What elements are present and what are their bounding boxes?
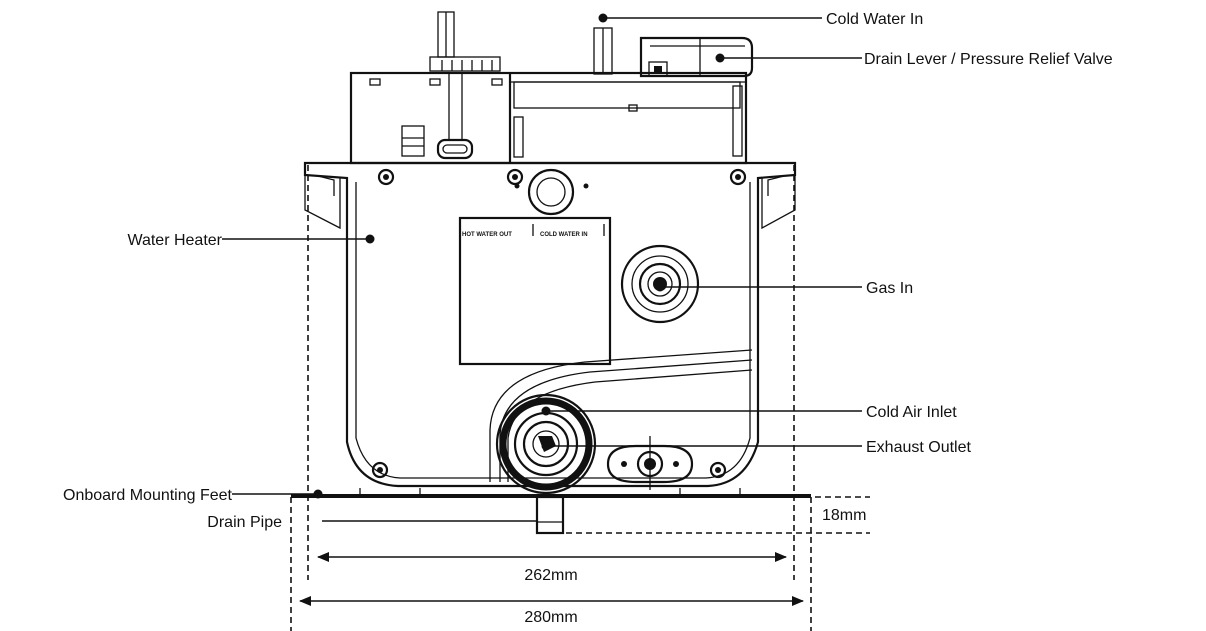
label-exhaust-outlet: Exhaust Outlet: [866, 439, 972, 456]
dimension-inner-width: 262mm: [524, 567, 577, 584]
panel-hot-water-out: HOT WATER OUT: [462, 232, 512, 238]
label-cold-water-in: Cold Water In: [826, 11, 923, 28]
water-heater-body: HOT WATER OUT COLD WATER IN: [303, 161, 797, 495]
label-drain-lever: Drain Lever / Pressure Relief Valve: [864, 51, 1113, 68]
label-gas-in: Gas In: [866, 280, 913, 297]
dimension-height: 18mm: [822, 507, 866, 524]
dimension-lines: [290, 165, 870, 631]
label-drain-pipe: Drain Pipe: [207, 514, 282, 531]
label-cold-air-inlet: Cold Air Inlet: [866, 404, 957, 421]
dimension-outer-width: 280mm: [524, 609, 577, 626]
upper-housing: [349, 71, 748, 165]
mounting-plate: [291, 488, 811, 535]
top-fittings: [429, 11, 613, 75]
label-mounting-feet: Onboard Mounting Feet: [63, 487, 233, 504]
label-water-heater: Water Heater: [127, 232, 222, 249]
leader-lines: [222, 13, 862, 522]
pressure-relief-valve: [639, 36, 754, 78]
panel-cold-water-in: COLD WATER IN: [540, 232, 588, 238]
